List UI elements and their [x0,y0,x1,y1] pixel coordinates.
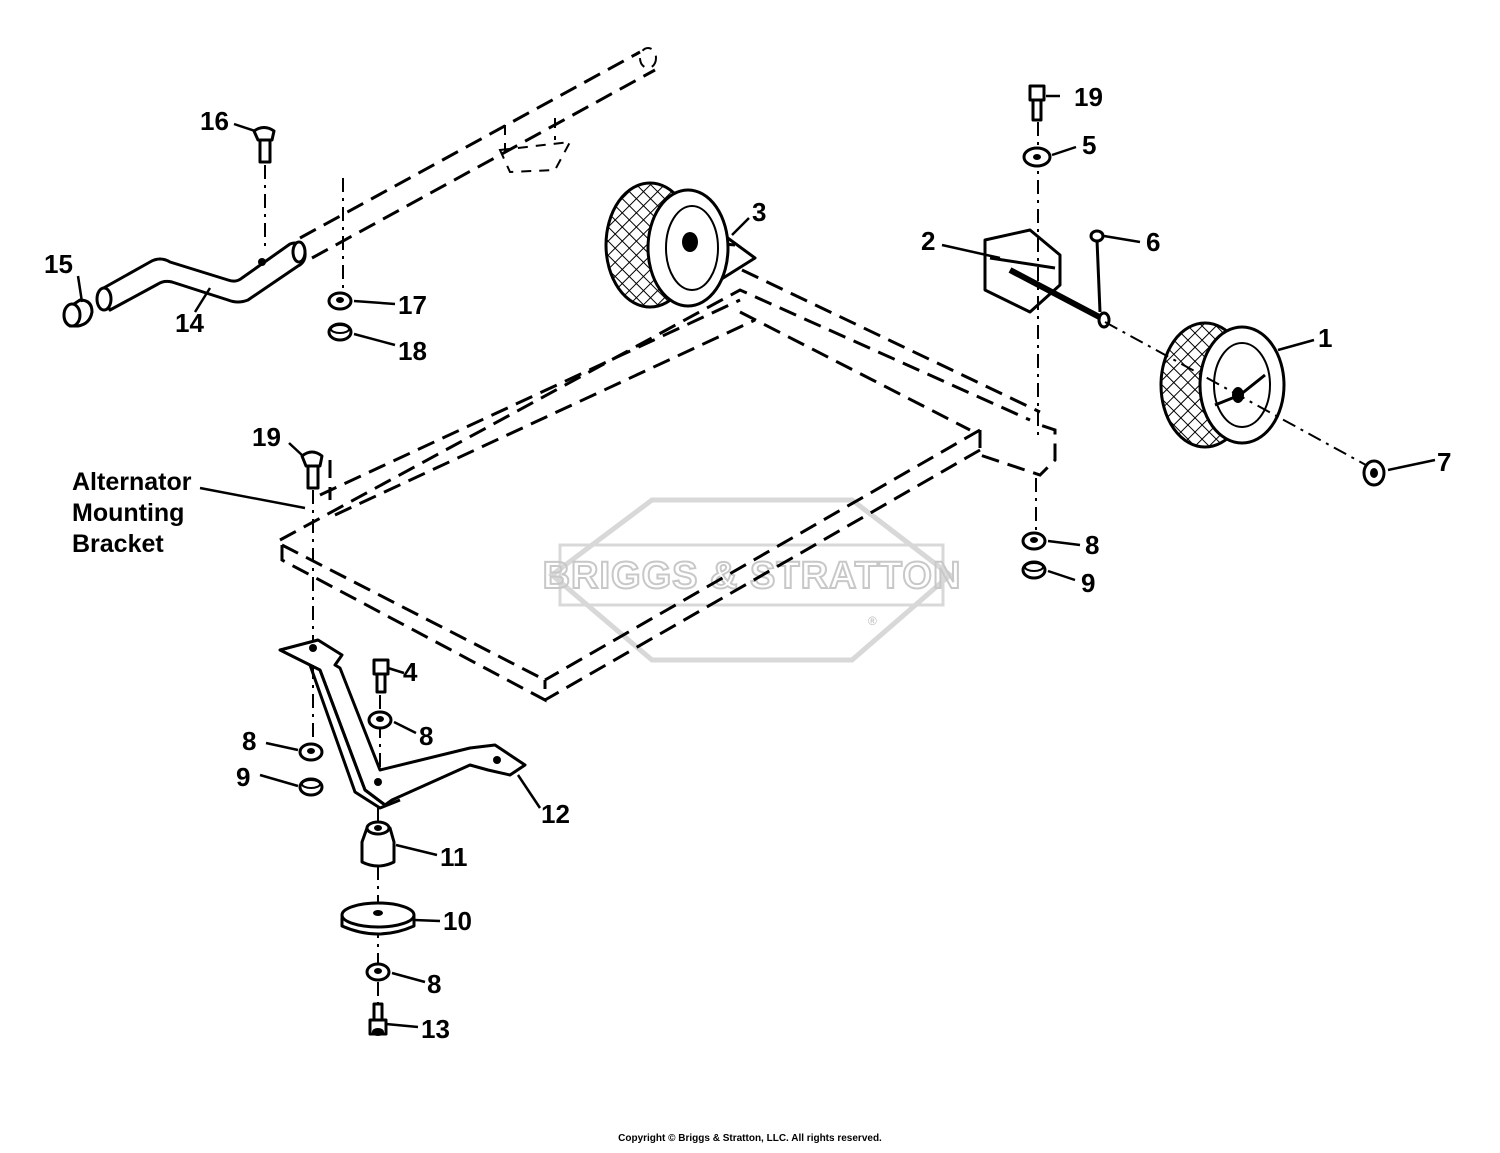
watermark-registered-mark: ® [868,614,877,628]
callout-13: 13 [421,1014,450,1044]
bolt-part-16 [252,126,276,250]
callout-4: 4 [403,657,418,687]
copyright-notice: Copyright © Briggs & Stratton, LLC. All … [618,1133,882,1144]
bolt-part-4 [372,658,390,694]
bracket-label-line-1: Alternator [72,468,192,496]
nut-part-9-left [298,777,324,797]
callout-9-left: 9 [236,762,250,792]
nut-part-18 [327,322,353,342]
bolt-part-19-top [1028,84,1046,122]
axle-centerline [1104,321,1376,471]
grip-part-15 [62,298,94,328]
washer-part-8-bottom [365,962,391,982]
callout-leaders [76,94,1436,1029]
callout-3: 3 [752,197,766,227]
callout-11: 11 [440,842,468,872]
mount-part-10 [340,901,416,936]
callout-18: 18 [398,336,427,366]
callout-1: 1 [1318,323,1332,353]
washer-part-17 [327,291,353,311]
handle-part-14 [95,240,307,312]
bracket-label-line-3: Bracket [72,530,164,558]
right-wheel-part-1 [1159,321,1286,449]
left-wheel [604,181,730,309]
callout-5: 5 [1082,130,1096,160]
callout-2: 2 [921,226,935,256]
callout-8-bottom: 8 [427,969,441,999]
bolt-part-13 [368,1002,388,1036]
isolator-part-11 [360,820,396,868]
washer-part-8-right [1021,531,1047,551]
frame-dashed [279,268,1057,703]
callout-16: 16 [200,106,229,136]
watermark-logo: BRIGGS & STRATTON ® [542,497,962,663]
axle-bracket-part-2 [983,228,1111,329]
callout-19-top: 19 [1074,82,1103,112]
callout-8-right: 8 [1085,530,1099,560]
callout-12: 12 [541,799,570,829]
watermark-text: BRIGGS & STRATTON [543,555,962,597]
washer-part-8-center [367,710,393,730]
handle-tube-installed [299,47,657,260]
callout-8-center: 8 [419,721,433,751]
washer-part-7 [1362,459,1386,487]
callout-19-left: 19 [252,422,281,452]
callout-15: 15 [44,249,73,279]
washer-part-8-left [298,742,324,762]
bolt-part-19-left [300,450,324,490]
callout-14: 14 [175,308,204,338]
callout-9-right: 9 [1081,568,1095,598]
nut-part-9-right [1021,560,1047,580]
bracket-label-line-2: Mounting [72,499,184,527]
callout-7: 7 [1437,447,1451,477]
callout-8-left: 8 [242,726,256,756]
pin-part-6 [1089,229,1105,313]
callout-10: 10 [443,906,472,936]
alternator-bracket-part-12 [278,638,527,810]
callout-6: 6 [1146,227,1160,257]
callout-17: 17 [398,290,427,320]
washer-part-5 [1022,146,1052,168]
